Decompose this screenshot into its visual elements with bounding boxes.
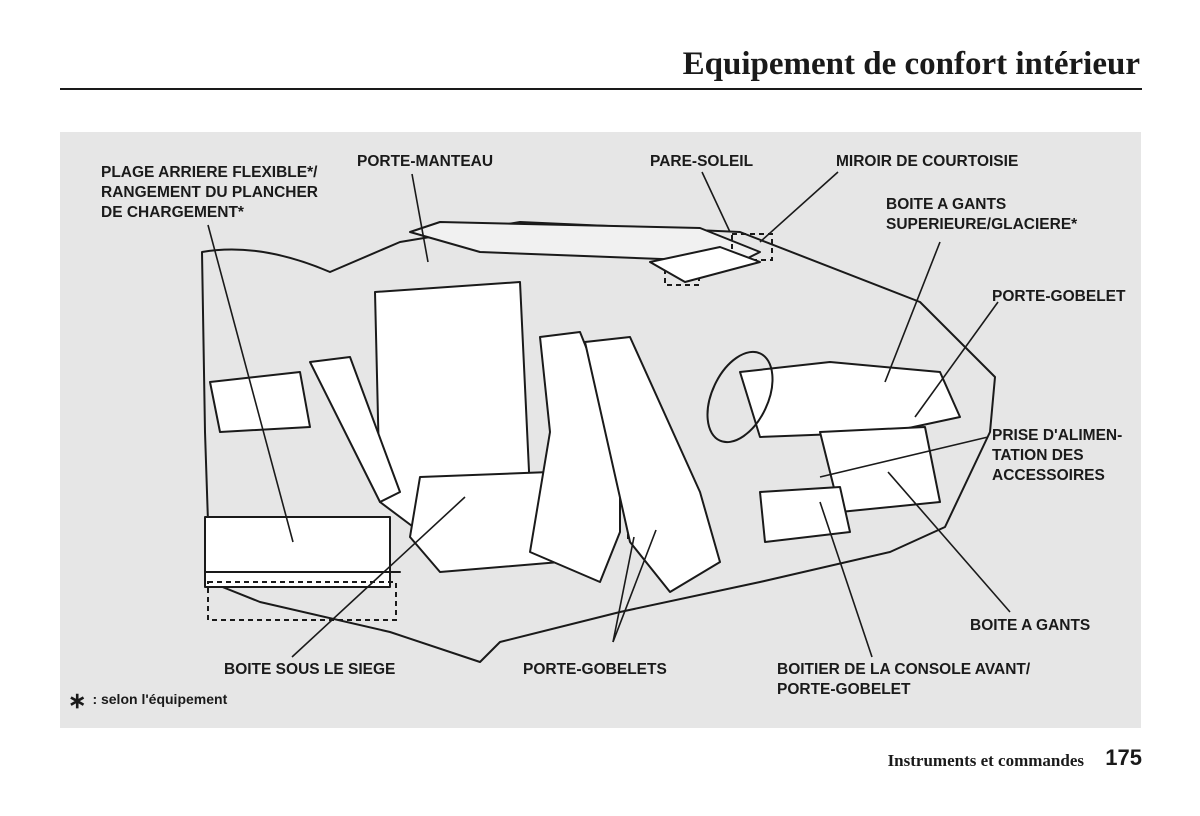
callout-line: PORTE-GOBELETS bbox=[523, 661, 667, 678]
callout-line: BOITE A GANTS bbox=[886, 196, 1007, 213]
callout-line: PORTE-GOBELET bbox=[992, 288, 1126, 305]
callout-prise-accessoires: PRISE D'ALIMEN- TATION DES ACCESSOIRES bbox=[992, 426, 1122, 486]
callout-console: BOITIER DE LA CONSOLE AVANT/ PORTE-GOBEL… bbox=[777, 660, 1030, 700]
footnote-text: : selon l'équipement bbox=[92, 691, 228, 707]
callout-plage-arriere: PLAGE ARRIERE FLEXIBLE*/ RANGEMENT DU PL… bbox=[101, 163, 318, 223]
asterisk-symbol: ∗ bbox=[68, 688, 87, 713]
callout-line: PORTE-GOBELET bbox=[777, 681, 911, 698]
callout-porte-gobelets: PORTE-GOBELETS bbox=[523, 660, 667, 680]
callout-line: DE CHARGEMENT* bbox=[101, 204, 244, 221]
footer-section-title: Instruments et commandes bbox=[887, 751, 1084, 770]
callout-boite-sous-siege: BOITE SOUS LE SIEGE bbox=[224, 660, 395, 680]
callout-line: ACCESSOIRES bbox=[992, 467, 1105, 484]
callout-line: BOITE A GANTS bbox=[970, 617, 1091, 634]
callout-line: PARE-SOLEIL bbox=[650, 153, 754, 170]
callout-porte-gobelet: PORTE-GOBELET bbox=[992, 287, 1125, 307]
callout-line: BOITIER DE LA CONSOLE AVANT/ bbox=[777, 661, 1031, 678]
callout-line: MIROIR DE COURTOISIE bbox=[836, 153, 1019, 170]
callout-line: PLAGE ARRIERE FLEXIBLE*/ bbox=[101, 164, 318, 181]
page-title: Equipement de confort intérieur bbox=[682, 46, 1140, 82]
callout-pare-soleil: PARE-SOLEIL bbox=[650, 152, 753, 172]
callout-line: TATION DES bbox=[992, 447, 1084, 464]
callout-line: PRISE D'ALIMEN- bbox=[992, 427, 1123, 444]
page-number: 175 bbox=[1105, 745, 1142, 770]
callout-line: PORTE-MANTEAU bbox=[357, 153, 494, 170]
callout-boite-gants: BOITE A GANTS bbox=[970, 616, 1090, 636]
callout-porte-manteau: PORTE-MANTEAU bbox=[357, 152, 493, 172]
car-interior-illustration bbox=[201, 171, 1011, 663]
callout-line: SUPERIEURE/GLACIERE* bbox=[886, 216, 1078, 233]
callout-boite-gants-sup: BOITE A GANTS SUPERIEURE/GLACIERE* bbox=[886, 195, 1077, 235]
callout-line: BOITE SOUS LE SIEGE bbox=[224, 661, 396, 678]
callout-miroir: MIROIR DE COURTOISIE bbox=[836, 152, 1018, 172]
figure-panel: PLAGE ARRIERE FLEXIBLE*/ RANGEMENT DU PL… bbox=[60, 132, 1141, 728]
title-rule bbox=[60, 88, 1142, 90]
footnote: ∗ : selon l'équipement bbox=[68, 688, 227, 714]
callout-line: RANGEMENT DU PLANCHER bbox=[101, 184, 318, 201]
